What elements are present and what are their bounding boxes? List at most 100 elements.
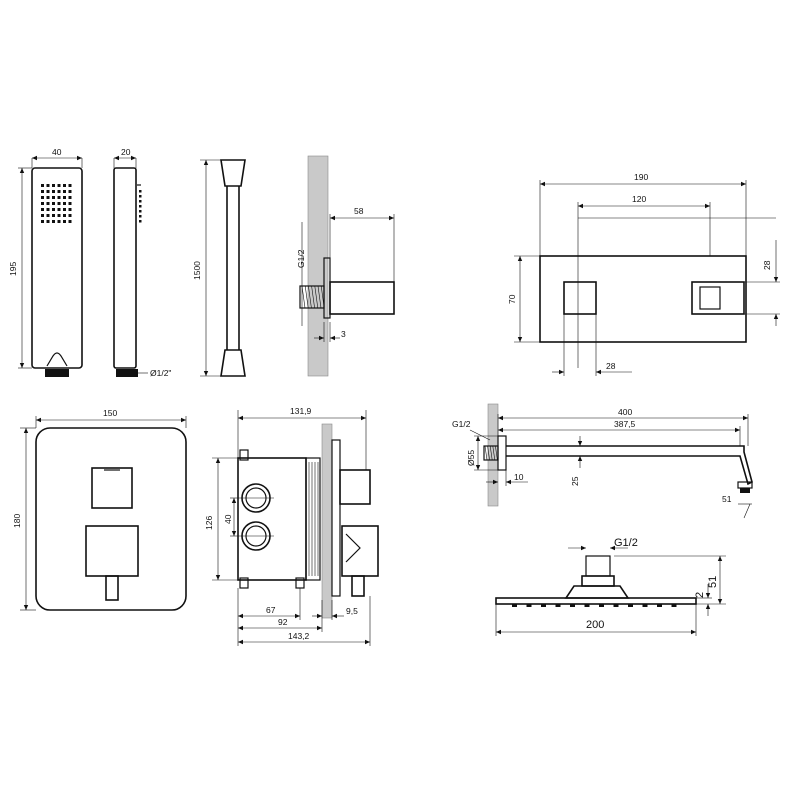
nozzle-dot: [63, 214, 66, 217]
mixer-height-label: 126: [204, 516, 214, 530]
wall-outlet-thread: [299, 285, 325, 309]
thread-line: [301, 285, 306, 309]
mixer-spacing-label: 40: [223, 514, 233, 524]
hand-shower-side-view: 20 Ø1/2": [113, 147, 171, 378]
jet-nozzle: [512, 604, 517, 607]
nozzle-dot: [63, 208, 66, 211]
jet-nozzle: [628, 604, 633, 607]
arm-total-length-label: 400: [618, 407, 632, 417]
arm-thread-body: [483, 445, 499, 461]
nozzle-dot: [41, 220, 44, 223]
arm-flange-label: Ø55: [466, 450, 476, 466]
mixer-d3-label: 143,2: [288, 631, 310, 641]
nozzle-dot: [68, 220, 72, 223]
nozzle-dot: [41, 208, 44, 211]
nozzle-dot: [52, 190, 55, 193]
jet-nozzle: [555, 604, 561, 607]
jet-nozzle: [657, 604, 662, 607]
shower-hose: 1500: [192, 159, 246, 377]
nozzle-dot: [63, 202, 66, 205]
nozzle-dot: [63, 190, 66, 193]
nozzle-dot: [57, 202, 61, 205]
jet-nozzle: [671, 604, 677, 607]
mixer-trim-label: 9,5: [346, 606, 358, 616]
wall-outlet: 58 G1/2 3: [296, 155, 395, 377]
nozzle-dot: [63, 196, 66, 199]
arm-tube-label: 25: [570, 476, 580, 486]
nozzle-dot: [46, 202, 50, 205]
side-nozzle-dot: [139, 215, 142, 218]
mixer-body-side-view: 131,9 126 40 67 92 9,5 143,2: [204, 406, 379, 646]
side-nozzle-dot: [139, 205, 142, 208]
shower-holder-bar: 190 120 70 28 28: [507, 172, 780, 376]
mixer-depth-label: 131,9: [290, 406, 312, 416]
mixer-plate-width-label: 150: [103, 408, 117, 418]
side-nozzle-dot: [139, 220, 142, 223]
nozzle-dot: [68, 208, 72, 211]
nozzle-dot: [68, 202, 72, 205]
head-shower-thread-label: G1/2: [614, 537, 638, 549]
hand-shower-nozzle-grid: [41, 184, 72, 223]
nozzle-dot: [52, 202, 55, 205]
nozzle-dot: [41, 202, 44, 205]
arm-thread-label: G1/2: [452, 419, 471, 429]
nozzle-dot: [57, 208, 61, 211]
nozzle-dot: [52, 184, 55, 187]
arm-thread-line: [487, 445, 490, 461]
arm-wall-gap-label: 10: [514, 472, 524, 482]
hand-shower-width-label: 40: [52, 147, 62, 157]
mixer-front-plate: 150 180: [12, 408, 187, 611]
jet-nozzle: [526, 604, 532, 607]
nozzle-dot: [46, 190, 50, 193]
jet-nozzle: [613, 604, 619, 607]
wall-outlet-gap-label: 3: [341, 329, 346, 339]
arm-drop-label: 51: [722, 494, 732, 504]
arm-thread-line: [484, 445, 488, 461]
nozzle-dot: [46, 184, 50, 187]
nozzle-dot: [41, 214, 44, 217]
jet-nozzle: [642, 604, 648, 607]
nozzle-dot: [52, 208, 55, 211]
hand-shower-front-view: 40 195: [8, 147, 83, 377]
wall-outlet-thread-label: G1/2: [296, 249, 306, 268]
thread-body: [299, 285, 325, 309]
hand-shower-depth-label: 20: [121, 147, 131, 157]
nozzle-dot: [41, 196, 44, 199]
nozzle-dot: [68, 190, 72, 193]
arm-thread-line: [495, 445, 498, 461]
arm-thread-line: [492, 445, 496, 461]
holder-block-width-label: 28: [606, 361, 616, 371]
nozzle-dot: [57, 214, 61, 217]
nozzle-dot: [57, 220, 61, 223]
side-nozzle-dot: [139, 210, 142, 213]
thread-line: [314, 285, 319, 309]
shower-arm: 400 387,5 G1/2 Ø55 10 25 51: [452, 403, 753, 519]
holder-height-label: 70: [507, 294, 517, 304]
nozzle-dot: [46, 208, 50, 211]
holder-total-length-label: 190: [634, 172, 648, 182]
arm-inner-length-label: 387,5: [614, 419, 636, 429]
nozzle-dot: [68, 196, 72, 199]
nozzle-dot: [57, 190, 61, 193]
thread-line: [320, 285, 325, 309]
mixer-plate-height-label: 180: [12, 514, 22, 528]
jet-nozzle: [541, 604, 546, 607]
thread-line: [308, 285, 312, 309]
hose-length-label: 1500: [192, 261, 202, 280]
nozzle-dot: [57, 196, 61, 199]
jet-nozzle: [570, 604, 575, 607]
mixer-d2-label: 92: [278, 617, 288, 627]
thread-line: [304, 285, 309, 309]
head-shower-width-label: 200: [586, 619, 604, 631]
nozzle-dot: [46, 220, 50, 223]
thread-line: [311, 285, 315, 309]
nozzle-dot: [68, 214, 72, 217]
nozzle-dot: [46, 214, 50, 217]
head-shower-height-label: 51: [707, 576, 719, 588]
nozzle-dot: [52, 196, 55, 199]
nozzle-dot: [63, 220, 66, 223]
jet-nozzle: [599, 604, 604, 607]
side-nozzle-dot: [139, 190, 142, 193]
hand-shower-height-label: 195: [8, 262, 18, 276]
